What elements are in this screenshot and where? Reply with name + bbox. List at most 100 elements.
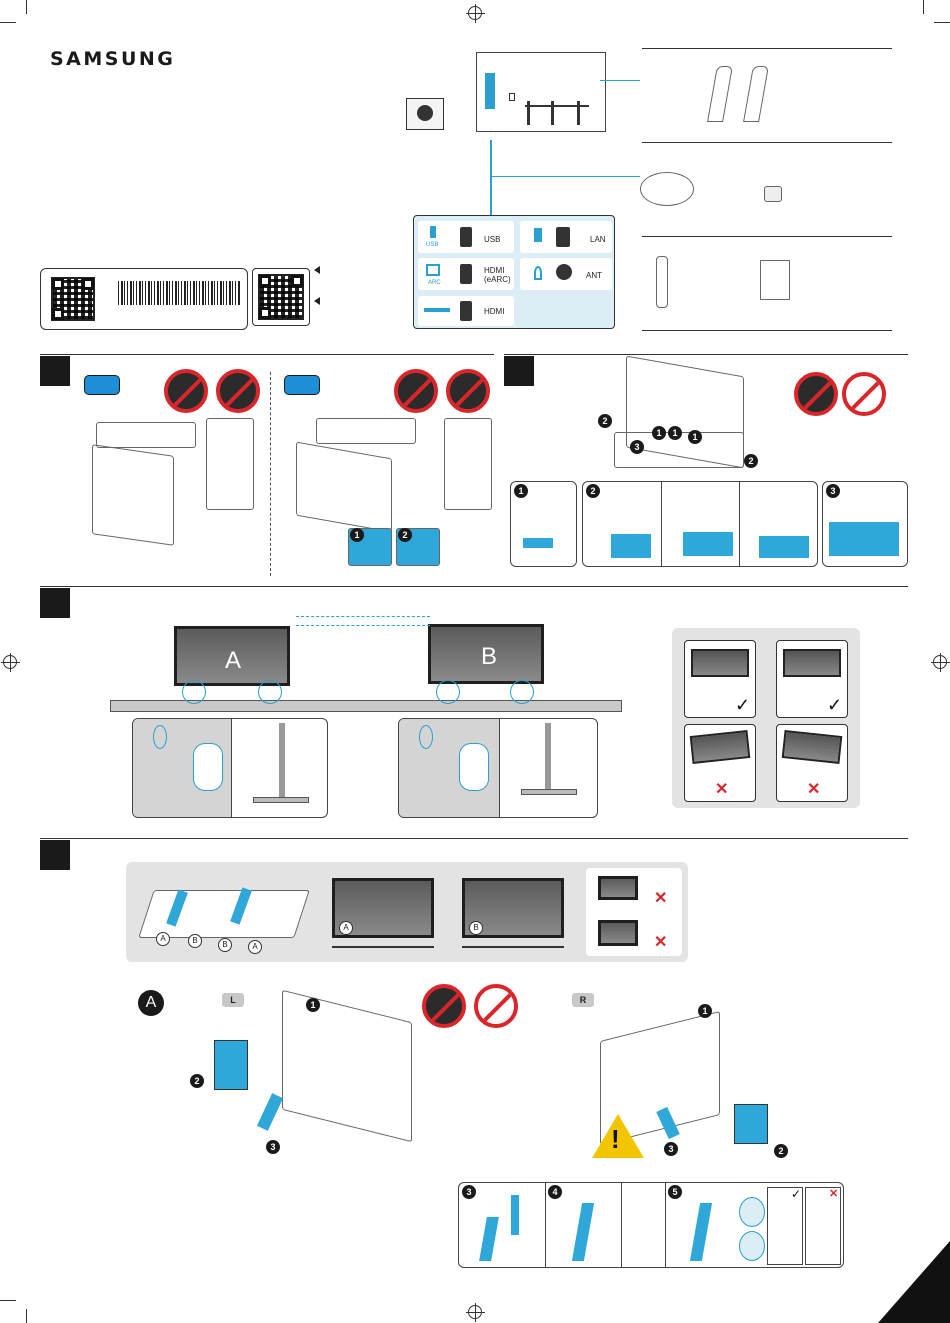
pointer-arrow-icon	[314, 266, 320, 274]
assembly-overview: A B B A A B ✕ ✕	[126, 862, 688, 962]
registration-mark-bottom	[468, 1305, 482, 1319]
step-badge: 1	[668, 426, 682, 440]
no-touch-screen-icon	[394, 369, 438, 413]
step-badge: 2	[744, 454, 758, 468]
correct-placement-panel: ✓	[776, 640, 848, 718]
power-outlet-icon	[406, 98, 444, 130]
tv-lying-illustration-left	[282, 990, 412, 1142]
step-number-block	[504, 356, 534, 386]
arc-label: ARC	[428, 280, 441, 286]
step-badge: 3	[664, 1142, 678, 1156]
step-badge: 1	[350, 528, 364, 542]
usb-label: USB	[484, 235, 500, 244]
tv-rear-illustration	[476, 52, 606, 132]
qr-code-box	[252, 268, 310, 326]
step-badge: 3	[826, 484, 840, 498]
qr-code-icon	[51, 277, 95, 321]
check-mark: ✓	[827, 695, 842, 716]
tv-back-with-stands	[138, 890, 310, 938]
stand-highlight-circle	[436, 680, 460, 704]
step-number-block	[40, 356, 70, 386]
step-badge: 2	[598, 414, 612, 428]
accessories-divider	[642, 330, 892, 331]
antenna-port-icon	[556, 264, 572, 280]
connector-callout-line	[490, 176, 640, 177]
hdmi-port-icon	[460, 264, 472, 284]
position-marker: B	[469, 921, 483, 935]
lan-port-icon	[556, 227, 570, 247]
connector-callout-line	[490, 140, 492, 216]
usb-icon-label: USB	[426, 242, 438, 248]
stand-leg-highlight	[257, 1093, 283, 1131]
crop-mark	[26, 1309, 27, 1323]
position-marker: A	[156, 932, 170, 946]
stand-legs-icon	[707, 66, 733, 122]
hdmi-port-icon	[460, 301, 472, 321]
registration-mark-top	[468, 6, 482, 20]
accessories-divider	[642, 48, 892, 49]
crop-mark	[0, 22, 16, 23]
stand-highlight-circle	[258, 680, 282, 704]
side-right-tag: R	[572, 993, 594, 1007]
no-sharp-tool-icon	[474, 984, 518, 1028]
side-left-tag: L	[222, 993, 244, 1007]
stand-placement-guide: ✓ ✓ ✕ ✕	[672, 628, 860, 808]
method-tag-blue	[284, 375, 320, 395]
hdmi-symbol-icon	[424, 308, 450, 312]
no-touch-screen-icon	[422, 984, 466, 1028]
usb-symbol-icon	[430, 226, 436, 238]
stand-detail-panel	[398, 718, 598, 818]
no-press-screen-icon	[446, 369, 490, 413]
position-b-label: B	[481, 643, 497, 671]
correct-placement-panel: ✓	[684, 640, 756, 718]
position-a-label: A	[225, 647, 241, 675]
stand-highlight-circle	[182, 680, 206, 704]
antenna-symbol-icon	[534, 266, 542, 280]
section-divider	[40, 838, 908, 839]
section-divider	[40, 586, 908, 587]
position-marker: B	[218, 938, 232, 952]
step-badge: 1	[514, 484, 528, 498]
step-badge: 3	[462, 1185, 476, 1199]
registration-mark-left	[3, 655, 17, 669]
check-mark: ✓	[791, 1187, 801, 1201]
cross-mark: ✕	[807, 779, 820, 799]
step-badge: 2	[774, 1144, 788, 1158]
hdmi-label: HDMI	[484, 307, 504, 316]
step-badge: 4	[548, 1185, 562, 1199]
usb-port-icon	[460, 227, 472, 247]
step-badge: 5	[668, 1185, 682, 1199]
tv-box-side-illustration	[296, 442, 392, 533]
accessory-pack-icon	[444, 418, 492, 510]
page-turn-corner	[878, 1241, 950, 1323]
cross-mark: ✕	[715, 779, 728, 799]
incorrect-examples-panel: ✕ ✕	[586, 868, 682, 956]
no-press-screen-icon	[216, 369, 260, 413]
box-part-icon	[214, 1040, 248, 1090]
section-divider	[504, 354, 908, 355]
step-badge: 3	[266, 1140, 280, 1154]
barcode	[118, 281, 240, 305]
stand-highlight-circle	[510, 680, 534, 704]
packing-insert-illustration	[316, 418, 416, 444]
qr-code-icon	[258, 274, 304, 320]
accessory-pack-icon	[206, 418, 254, 510]
stand-legs-icon	[743, 66, 769, 122]
step-badge: 1	[652, 426, 666, 440]
position-marker: A	[248, 940, 262, 954]
step-badge: 2	[398, 528, 412, 542]
warning-exclamation: !	[611, 1124, 620, 1155]
crop-mark	[934, 22, 950, 23]
no-touch-screen-icon	[164, 369, 208, 413]
assembly-type-a-badge: A	[138, 990, 164, 1016]
step-badge: 1	[698, 1004, 712, 1018]
tv-position-a: A	[174, 626, 290, 686]
stand-detail-panel	[132, 718, 328, 818]
tv-box-lift-illustration	[92, 444, 174, 546]
cross-mark: ✕	[654, 888, 667, 908]
position-marker: A	[339, 921, 353, 935]
packing-insert-illustration	[96, 422, 196, 448]
connector-callout-line	[600, 80, 640, 81]
no-sharp-tool-icon	[842, 372, 886, 416]
tv-stand-a-preview: A	[332, 878, 434, 938]
